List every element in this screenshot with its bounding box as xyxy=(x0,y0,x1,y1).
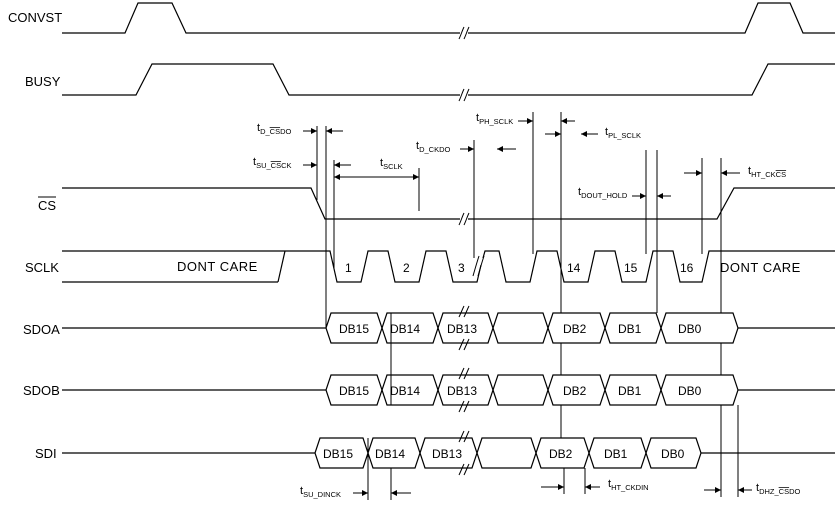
sdob-waveform xyxy=(62,367,835,413)
sdob-bit-db2: DB2 xyxy=(563,384,587,398)
t-su-dinck-label: tSU_DINCK xyxy=(300,485,341,499)
sdob-bit-db1: DB1 xyxy=(618,384,642,398)
sclk-pulse-14: 14 xyxy=(567,261,581,275)
t-pl-sclk-label: tPL_SCLK xyxy=(605,126,641,140)
sclk-dont-care-right: DONT CARE xyxy=(720,260,801,275)
t-sclk-label: tSCLK xyxy=(380,157,403,171)
cs-label: CS xyxy=(38,198,56,213)
sclk-pulse-1: 1 xyxy=(345,261,352,275)
sdi-bit-db15: DB15 xyxy=(323,447,353,461)
convst-break-mark xyxy=(458,26,470,40)
sdi-bit-db13: DB13 xyxy=(432,447,462,461)
timing-arrows xyxy=(303,118,752,496)
t-dout-hold-label: tDOUT_HOLD xyxy=(578,186,628,200)
sdi-waveform xyxy=(62,430,835,476)
sdob-break-mark-top xyxy=(458,367,470,380)
sclk-pulse-2: 2 xyxy=(403,261,410,275)
t-dhz-csdo-arrows xyxy=(704,487,752,493)
sdoa-break-mark-bottom xyxy=(458,338,470,351)
sdob-bit-db0: DB0 xyxy=(678,384,702,398)
sdi-bit-db2: DB2 xyxy=(549,447,573,461)
sdoa-waveform xyxy=(62,305,835,351)
sdoa-bit-db1: DB1 xyxy=(618,322,642,336)
t-d-csdo-label: tD_CSDO xyxy=(257,122,291,136)
t-su-csck-label: tSU_CSCK xyxy=(253,156,292,170)
sclk-pulse-3: 3 xyxy=(458,261,465,275)
sclk-dont-care-left: DONT CARE xyxy=(177,259,258,274)
t-su-csck-arrows xyxy=(303,162,351,168)
sdoa-bit-db14: DB14 xyxy=(390,322,420,336)
t-dhz-csdo-label: tDHZ_CSDO xyxy=(756,482,800,496)
sclk-pulse-16: 16 xyxy=(680,261,694,275)
t-d-csdo-arrows xyxy=(303,128,343,134)
sdi-label: SDI xyxy=(35,446,57,461)
sclk-waveform xyxy=(62,250,835,283)
t-dout-hold-arrows xyxy=(632,193,671,199)
t-d-ckdo-arrows xyxy=(460,146,516,152)
sdob-bit-db15: DB15 xyxy=(339,384,369,398)
sclk-label: SCLK xyxy=(25,260,59,275)
busy-break-mark xyxy=(458,88,470,102)
sdob-break-mark-bottom xyxy=(458,400,470,413)
cs-waveform xyxy=(62,187,835,226)
t-su-dinck-arrows xyxy=(353,490,411,496)
sdi-bit-db0: DB0 xyxy=(661,447,685,461)
convst-label: CONVST xyxy=(8,10,62,25)
t-ht-ckdin-label: tHT_CKDIN xyxy=(608,478,649,492)
timing-reference-lines xyxy=(316,112,739,500)
t-d-ckdo-label: tD_CKDO xyxy=(416,140,450,154)
sdi-bit-db14: DB14 xyxy=(375,447,405,461)
sdoa-bit-db13: DB13 xyxy=(447,322,477,336)
sclk-break-mark xyxy=(472,255,485,277)
t-ht-ckcs-label: tHT_CKCS xyxy=(748,165,786,179)
t-ph-sclk-label: tPH_SCLK xyxy=(476,112,513,126)
busy-waveform xyxy=(62,63,835,102)
sdoa-label: SDOA xyxy=(23,322,60,337)
cs-label-group: CS xyxy=(38,196,56,213)
t-ph-sclk-arrows xyxy=(518,118,575,124)
sdob-bit-db13: DB13 xyxy=(447,384,477,398)
t-ht-ckdin-arrows xyxy=(541,484,600,490)
busy-label: BUSY xyxy=(25,74,61,89)
t-ht-ckcs-arrows xyxy=(684,170,740,176)
sdob-label: SDOB xyxy=(23,383,60,398)
sdi-break-mark-top xyxy=(458,430,470,443)
sdob-bit-db14: DB14 xyxy=(390,384,420,398)
sdoa-bit-db2: DB2 xyxy=(563,322,587,336)
sdi-break-mark-bottom xyxy=(458,463,470,476)
t-pl-sclk-arrows xyxy=(545,131,598,137)
convst-waveform xyxy=(62,2,835,40)
sdi-bit-db1: DB1 xyxy=(604,447,628,461)
sdoa-break-mark-top xyxy=(458,305,470,318)
sdoa-bit-db15: DB15 xyxy=(339,322,369,336)
cs-break-mark xyxy=(458,212,470,226)
sdoa-bit-db0: DB0 xyxy=(678,322,702,336)
t-sclk-arrow xyxy=(334,174,419,180)
sclk-pulse-15: 15 xyxy=(624,261,638,275)
